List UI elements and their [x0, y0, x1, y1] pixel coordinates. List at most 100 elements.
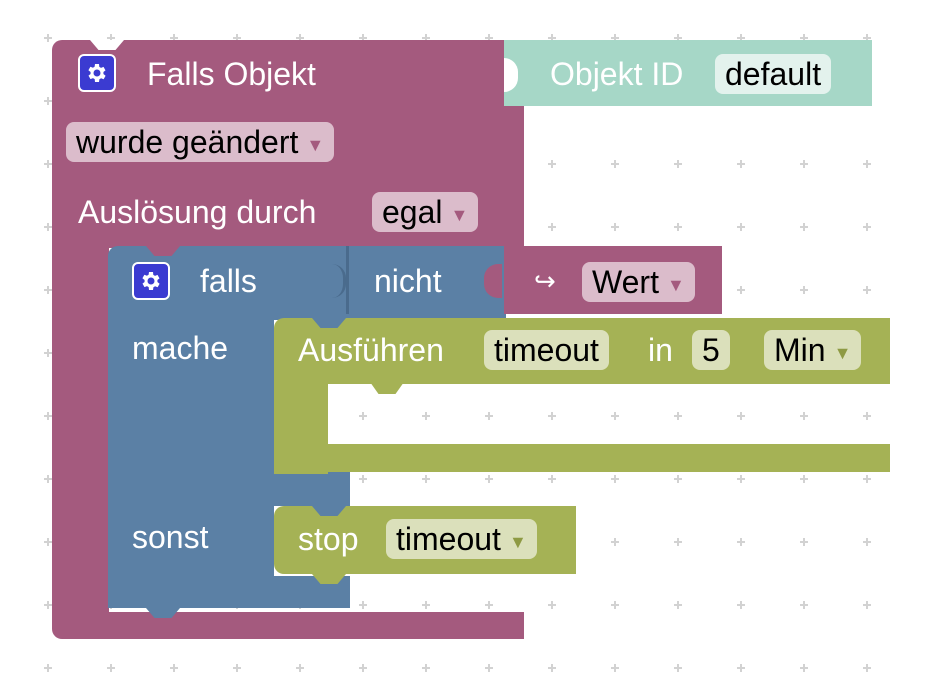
grid-dot: [107, 664, 115, 672]
grid-dot: [485, 664, 493, 672]
if-block-notch: [146, 246, 180, 256]
grid-dot: [422, 34, 430, 42]
grid-dot: [800, 601, 808, 609]
grid-dot: [737, 34, 745, 42]
trigger-dropdown[interactable]: wurde geändert▼: [66, 122, 335, 162]
else-label: sonst: [132, 519, 209, 555]
grid-dot: [737, 601, 745, 609]
grid-dot: [674, 664, 682, 672]
grid-dot: [611, 475, 619, 483]
timeout-block-tab: [370, 382, 404, 394]
stop-timeout-dropdown[interactable]: timeout▼: [386, 519, 537, 559]
grid-dot: [863, 538, 871, 546]
grid-dot: [44, 664, 52, 672]
grid-dot: [233, 34, 241, 42]
event-gear-icon[interactable]: [78, 54, 116, 92]
grid-dot: [548, 664, 556, 672]
grid-dot: [863, 664, 871, 672]
grid-dot: [548, 160, 556, 168]
grid-dot: [611, 538, 619, 546]
grid-dot: [485, 475, 493, 483]
grid-dot: [107, 34, 115, 42]
grid-dot: [44, 601, 52, 609]
if-gear-icon[interactable]: [132, 262, 170, 300]
timeout-in-label: in: [648, 332, 673, 368]
do-label: mache: [132, 330, 229, 366]
return-arrow-icon: ↪: [534, 266, 556, 296]
grid-dot: [863, 412, 871, 420]
trigger-by-dropdown-value: egal: [382, 194, 443, 230]
grid-dot: [737, 223, 745, 231]
grid-dot: [800, 664, 808, 672]
trigger-by-label: Auslösung durch: [78, 194, 317, 230]
trigger-by-dropdown[interactable]: egal ▼: [372, 192, 479, 232]
grid-dot: [800, 475, 808, 483]
stop-block-notch: [312, 506, 346, 516]
timeout-unit-dropdown[interactable]: Min▼: [764, 330, 862, 370]
grid-dot: [737, 160, 745, 168]
event-block-notch: [90, 40, 124, 50]
timeout-block-notch: [312, 318, 346, 328]
stop-label: stop: [298, 521, 359, 557]
grid-dot: [800, 34, 808, 42]
grid-dot: [359, 601, 367, 609]
timeout-label: Ausführen: [298, 332, 444, 368]
grid-dot: [170, 664, 178, 672]
event-block-spine: [52, 246, 109, 618]
dropdown-arrow-icon: ▼: [666, 274, 685, 295]
grid-dot: [422, 412, 430, 420]
grid-dot: [422, 475, 430, 483]
not-label: nicht: [374, 263, 442, 299]
stop-timeout-value: timeout: [396, 521, 501, 557]
grid-dot: [863, 601, 871, 609]
grid-dot: [359, 412, 367, 420]
grid-dot: [548, 601, 556, 609]
object-id-label: Objekt ID: [550, 56, 684, 92]
grid-dot: [674, 34, 682, 42]
timeout-name-input[interactable]: timeout: [484, 330, 609, 370]
if-block-footer: [108, 576, 350, 608]
grid-dot: [611, 34, 619, 42]
dropdown-arrow-icon: ▼: [306, 134, 325, 155]
grid-dot: [548, 223, 556, 231]
grid-dot: [359, 34, 367, 42]
timeout-unit-value: Min: [774, 332, 826, 368]
stop-block-tab: [312, 574, 346, 584]
grid-dot: [863, 34, 871, 42]
grid-dot: [800, 412, 808, 420]
dropdown-arrow-icon: ▼: [450, 204, 469, 225]
grid-dot: [485, 601, 493, 609]
grid-dot: [44, 223, 52, 231]
grid-dot: [863, 160, 871, 168]
grid-dot: [44, 286, 52, 294]
grid-dot: [422, 601, 430, 609]
grid-dot: [800, 286, 808, 294]
value-block-connector: [484, 264, 502, 298]
grid-dot: [737, 286, 745, 294]
grid-dot: [674, 223, 682, 231]
grid-dot: [674, 475, 682, 483]
grid-dot: [737, 538, 745, 546]
value-dropdown[interactable]: Wert▼: [582, 262, 695, 302]
timeout-amount-input[interactable]: 5: [692, 330, 730, 370]
grid-dot: [485, 34, 493, 42]
grid-dot: [548, 412, 556, 420]
grid-dot: [485, 412, 493, 420]
not-block[interactable]: [346, 246, 506, 314]
if-block-tab: [146, 608, 180, 618]
grid-dot: [548, 34, 556, 42]
grid-dot: [548, 475, 556, 483]
if-label: falls: [200, 263, 257, 299]
grid-dot: [44, 160, 52, 168]
grid-dot: [296, 664, 304, 672]
object-id-input[interactable]: default: [715, 54, 832, 94]
grid-dot: [233, 664, 241, 672]
grid-dot: [44, 475, 52, 483]
grid-dot: [800, 160, 808, 168]
grid-dot: [800, 223, 808, 231]
grid-dot: [611, 160, 619, 168]
grid-dot: [863, 475, 871, 483]
grid-dot: [863, 223, 871, 231]
grid-dot: [611, 412, 619, 420]
